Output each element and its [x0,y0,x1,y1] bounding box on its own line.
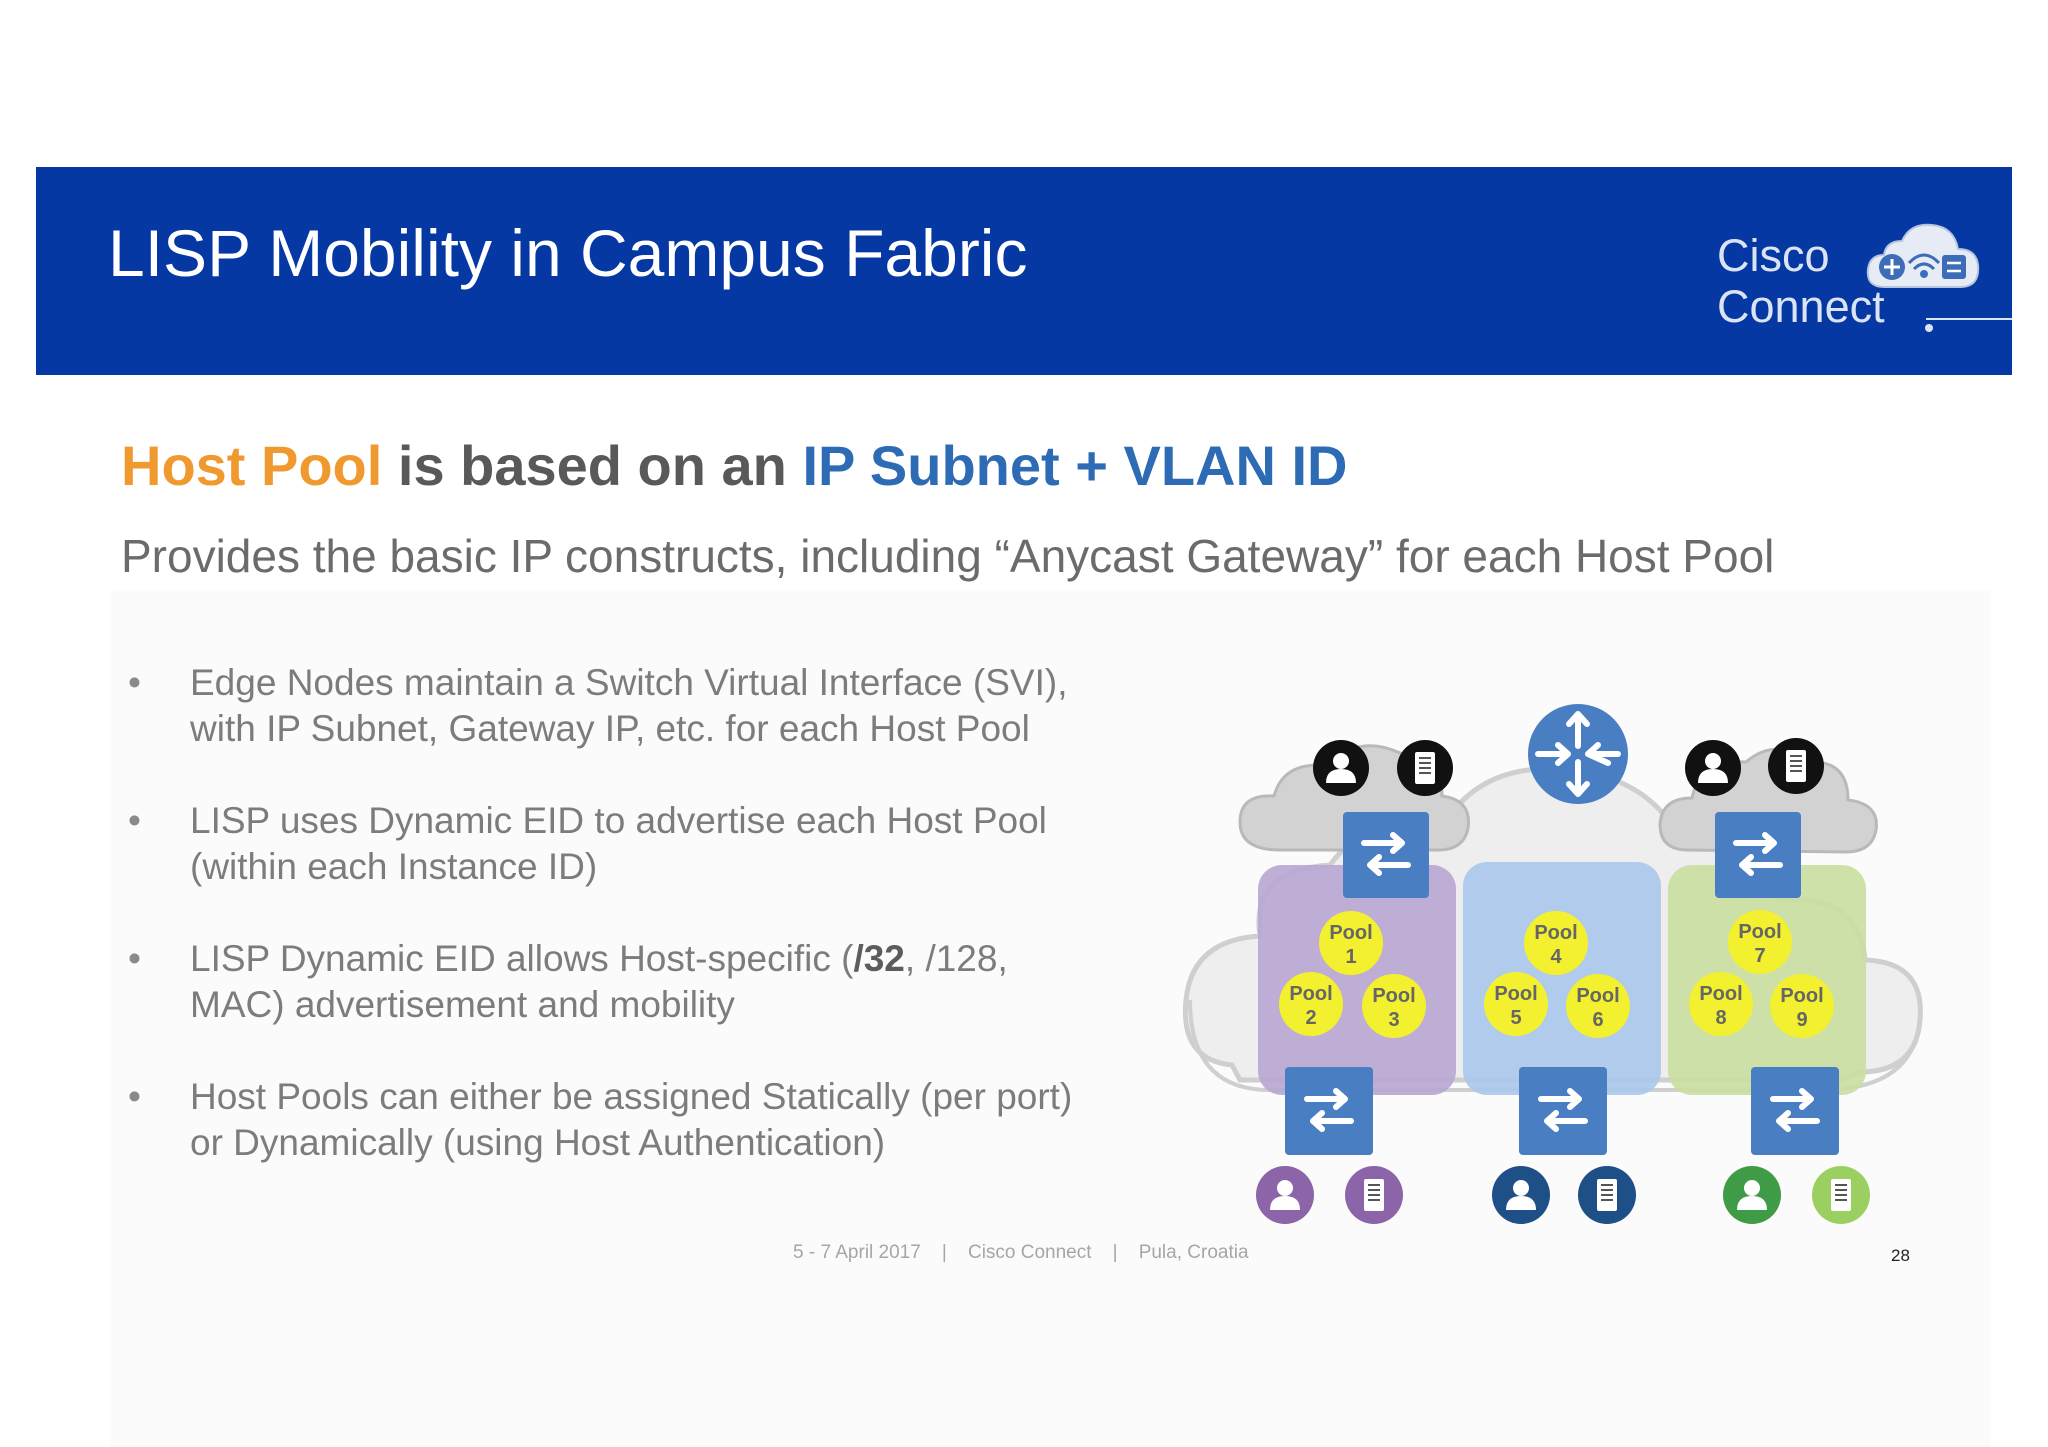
brand-name-line1: Cisco [1717,230,1830,281]
brand-underline [1926,318,2012,320]
user-icon [1313,740,1369,796]
bullet-text-emphasis: /32 [853,938,905,979]
pool-label-word: Pool [1534,922,1577,944]
headline: Host Pool is based on an IP Subnet + VLA… [121,438,1347,494]
pool-label-word: Pool [1372,985,1415,1007]
pool-label-word: Pool [1780,985,1823,1007]
bullet-marker: • [128,800,141,841]
server-icon [1397,740,1453,796]
bullet-list: • Edge Nodes maintain a Switch Virtual In… [128,660,1148,1166]
server-icon [1812,1166,1870,1224]
zone-blue [1463,862,1661,1095]
bullet-text-line2: (within each Instance ID) [190,846,598,887]
bullet-marker: • [128,662,141,703]
brand-name-line2: Connect [1717,281,1885,332]
pool-label-number: 4 [1550,946,1562,968]
pool-label-word: Pool [1289,983,1332,1005]
bullet-item: • Host Pools can either be assigned Stati… [128,1074,1148,1166]
bullet-item: • LISP uses Dynamic EID to advertise each… [128,798,1148,890]
bullet-text-line1: Host Pools can either be assigned Static… [190,1076,1073,1117]
pool-label-number: 5 [1510,1007,1521,1029]
pool-label-number: 9 [1796,1009,1807,1031]
pool-label-number: 3 [1388,1009,1399,1031]
server-icon [1345,1166,1403,1224]
bullet-text-line1: LISP uses Dynamic EID to advertise each … [190,800,1047,841]
zone-green [1668,865,1866,1095]
bullet-text-line2: with IP Subnet, Gateway IP, etc. for eac… [190,708,1030,749]
bullet-marker: • [128,1076,141,1117]
router-icon [1528,704,1628,804]
switch-icon [1519,1067,1607,1155]
pool-label-number: 1 [1345,946,1356,968]
bullet-text-line1-end: , /128, [904,938,1008,979]
user-icon [1723,1166,1781,1224]
pool-label-word: Pool [1494,983,1537,1005]
page-number: 28 [1891,1246,1910,1265]
title-banner: LISP Mobility in Campus Fabric Cisco Con… [36,167,2012,375]
user-icon [1685,740,1741,796]
bullet-text-line1: Edge Nodes maintain a Switch Virtual Int… [190,662,1068,703]
headline-connector: is based on an [382,434,803,497]
brand-underline-dot [1925,324,1933,332]
switch-icon [1715,812,1801,898]
slide-title: LISP Mobility in Campus Fabric [108,216,1028,290]
pool-label-word: Pool [1329,922,1372,944]
server-icon [1768,738,1824,794]
user-icon [1256,1166,1314,1224]
switch-icon [1343,812,1429,898]
pool-label-number: 2 [1305,1007,1316,1029]
pool-label-number: 6 [1592,1009,1603,1031]
zone-purple [1258,865,1456,1095]
bullet-item: • Edge Nodes maintain a Switch Virtual In… [128,660,1148,752]
subheadline: Provides the basic IP constructs, includ… [121,530,1775,582]
bullet-item: • LISP Dynamic EID allows Host-specific (… [128,936,1148,1028]
switch-icon [1751,1067,1839,1155]
footer-event-info: 5 - 7 April 2017 | Cisco Connect | Pula,… [793,1242,1249,1263]
bullet-text-line1: LISP Dynamic EID allows Host-specific ( [190,938,854,979]
headline-ip-subnet: IP Subnet + VLAN ID [802,434,1348,497]
pool-label-word: Pool [1738,921,1781,943]
bullet-text-line2: MAC) advertisement and mobility [190,984,735,1025]
switch-icon [1285,1067,1373,1155]
headline-host-pool: Host Pool [121,434,383,497]
pool-label-number: 7 [1754,945,1765,967]
pool-label-word: Pool [1576,985,1619,1007]
pool-label-word: Pool [1699,983,1742,1005]
bullet-text-line2: or Dynamically (using Host Authenticatio… [190,1122,886,1163]
pool-label-number: 8 [1715,1007,1726,1029]
server-icon [1578,1166,1636,1224]
bullet-marker: • [128,938,141,979]
cisco-connect-cloud-icon [1866,223,1980,288]
user-icon [1492,1166,1550,1224]
